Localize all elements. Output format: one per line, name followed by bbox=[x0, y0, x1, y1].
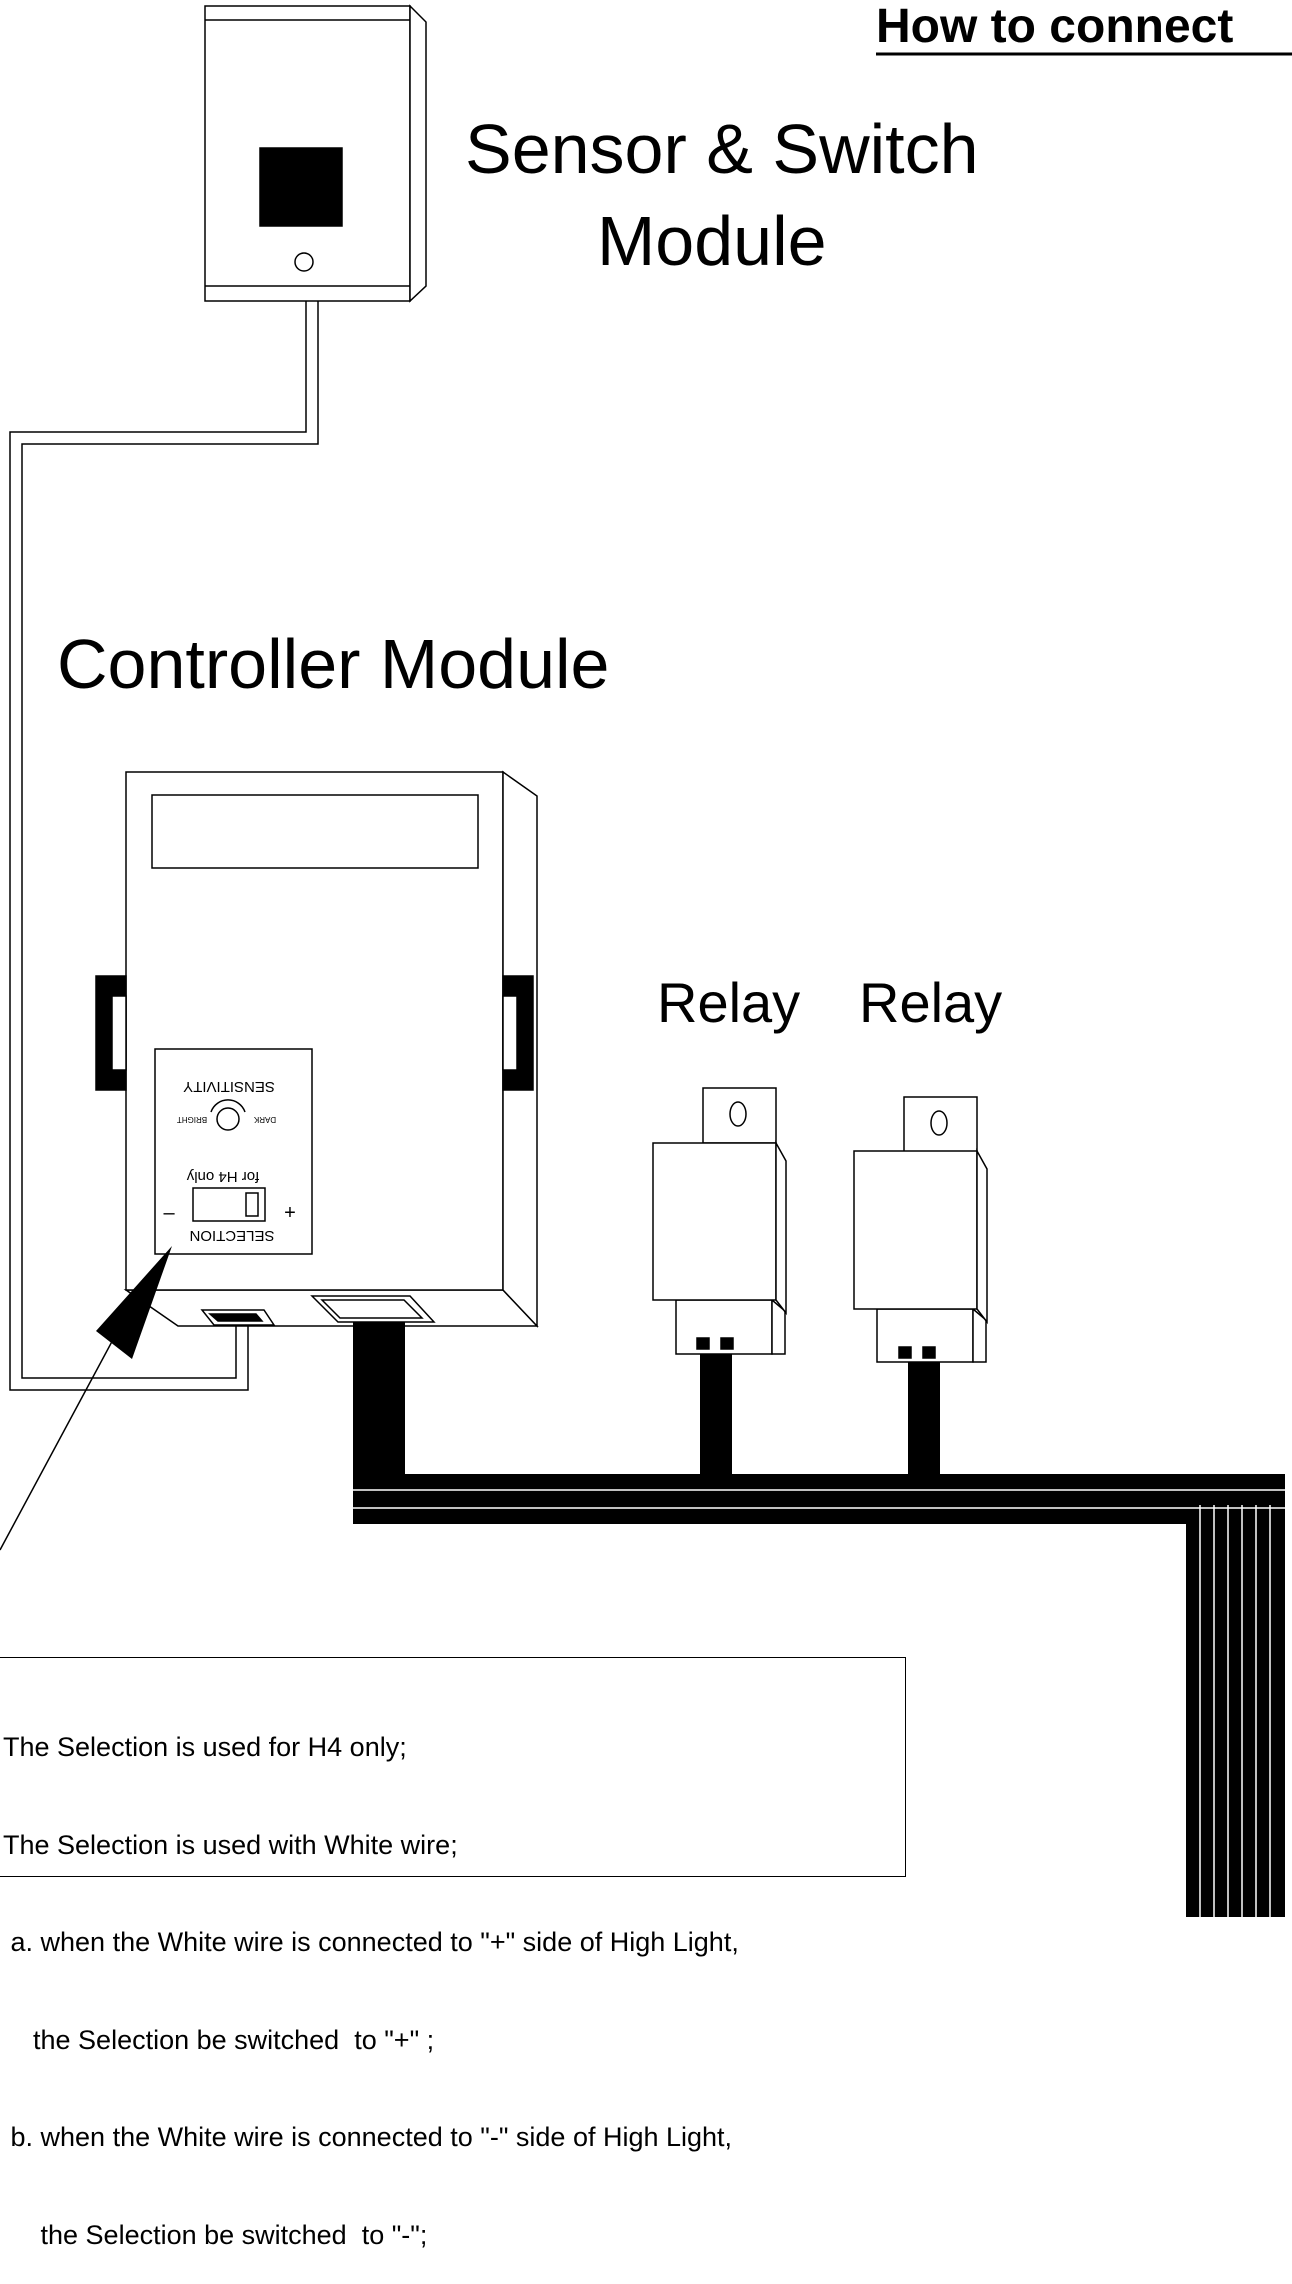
relay-right[interactable] bbox=[853, 1096, 988, 1363]
sensitivity-knob[interactable] bbox=[216, 1107, 240, 1131]
note-line: b. when the White wire is connected to "… bbox=[3, 2122, 733, 2152]
note-line: The Selection is used for H4 only; bbox=[3, 1732, 407, 1762]
page-title: How to connect bbox=[876, 0, 1233, 53]
note-line: a. when the White wire is connected to "… bbox=[3, 1927, 739, 1957]
selection-label: SELECTION bbox=[189, 1227, 274, 1244]
light-sensor-window bbox=[259, 147, 343, 227]
controller-module-label: Controller Module bbox=[57, 625, 609, 703]
relay-left[interactable] bbox=[652, 1087, 787, 1355]
sensor-cable bbox=[9, 301, 319, 1391]
dark-label: DARK bbox=[253, 1115, 276, 1124]
bright-label: BRIGHT bbox=[177, 1115, 207, 1124]
selection-switch-knob[interactable] bbox=[245, 1192, 259, 1217]
sensor-module-device bbox=[204, 4, 427, 303]
sensor-module-label-line2: Module bbox=[597, 202, 827, 280]
h4-only-label: for H4 only bbox=[186, 1168, 259, 1185]
relay-right-label: Relay bbox=[859, 971, 1002, 1034]
sensitivity-label: SENSITIVITY bbox=[183, 1078, 275, 1095]
note-line: The Selection is used with White wire; bbox=[3, 1829, 458, 1860]
relay-left-label: Relay bbox=[657, 971, 800, 1034]
controller-label-window bbox=[151, 794, 479, 869]
note-line: the Selection be switched to "+" ; bbox=[3, 2024, 435, 2055]
indicator-led bbox=[294, 252, 314, 272]
notes-box: The Selection is used for H4 only; The S… bbox=[0, 1657, 906, 2250]
selection-minus: – bbox=[163, 1202, 175, 1224]
wiring-diagram: How to connect Sensor & Switch Module Co… bbox=[0, 0, 1292, 1917]
selection-plus: + bbox=[284, 1202, 296, 1224]
note-line: the Selection be switched to "-"; bbox=[3, 2219, 428, 2250]
control-panel: SENSITIVITY DARK BRIGHT for H4 only – + … bbox=[154, 1048, 313, 1255]
pointer-arrow bbox=[0, 1246, 172, 1551]
wiring-harness[interactable] bbox=[353, 1322, 1285, 1917]
sensor-module-label-line1: Sensor & Switch bbox=[465, 110, 979, 188]
